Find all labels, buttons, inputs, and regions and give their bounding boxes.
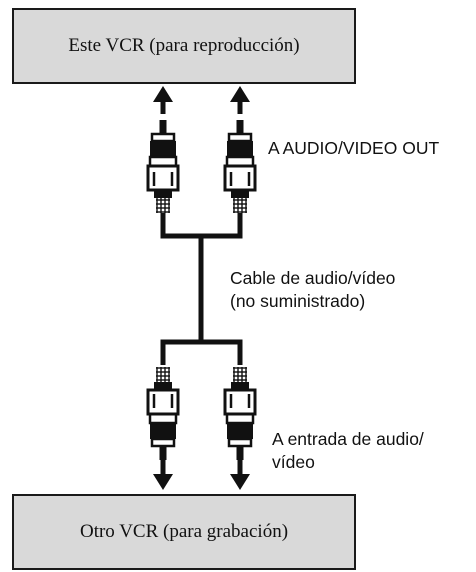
source-vcr-box: Este VCR (para reproducción) [12, 8, 356, 84]
source-vcr-label: Este VCR (para reproducción) [68, 35, 300, 56]
arrow-down-left-icon [153, 459, 173, 490]
rca-plug-top-right-icon [223, 118, 257, 215]
cable-label-line2: (no suministrado) [230, 291, 366, 311]
rca-plug-bottom-right-icon [223, 365, 257, 462]
arrow-up-left-icon [153, 86, 173, 114]
rca-plug-bottom-left-icon [146, 365, 180, 462]
rca-plug-top-left-icon [146, 118, 180, 215]
audio-video-out-label: A AUDIO/VIDEO OUT [268, 138, 440, 158]
cable-label: Cable de audio/vídeo (no suministrado) [230, 267, 395, 313]
audio-video-in-label-line1: A entrada de audio/ [272, 429, 424, 449]
recording-vcr-label: Otro VCR (para grabación) [79, 521, 289, 542]
recording-vcr-box: Otro VCR (para grabación) [12, 494, 356, 570]
audio-video-in-label-line2: vídeo [272, 452, 315, 472]
audio-video-in-label: A entrada de audio/ vídeo [272, 428, 424, 474]
arrow-up-right-icon [230, 86, 250, 114]
cable-label-line1: Cable de audio/vídeo [230, 268, 396, 288]
arrow-down-right-icon [230, 459, 250, 490]
audio-video-cable [160, 213, 243, 365]
